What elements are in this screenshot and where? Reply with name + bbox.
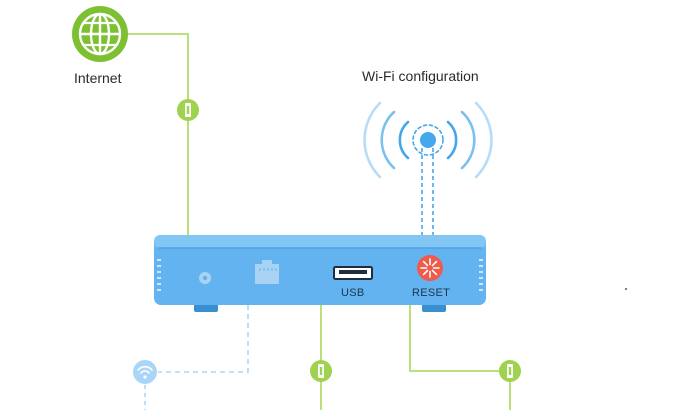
cable-plug-icon (310, 360, 332, 382)
wifi-configuration-label: Wi-Fi configuration (362, 68, 479, 84)
stray-dot (625, 288, 627, 290)
power-jack-icon (199, 272, 211, 284)
router-top-edge (154, 235, 486, 248)
cable-plug-icon (177, 99, 199, 121)
usb-label: USB (341, 287, 365, 299)
router-body (154, 235, 486, 305)
antenna-link (421, 148, 434, 236)
reset-label: RESET (412, 287, 451, 299)
router-vent-left (157, 259, 161, 291)
reset-cable (409, 305, 511, 410)
usb-port-icon (333, 266, 373, 280)
router (154, 235, 486, 312)
ethernet-port-icon (255, 260, 279, 284)
reset-icon[interactable] (417, 255, 443, 281)
internet-label: Internet (74, 70, 122, 86)
lan-dashed-link (144, 305, 249, 410)
internet-cable (122, 33, 189, 236)
router-vent-right (479, 259, 483, 291)
wifi-signal-icon (363, 101, 493, 179)
wifi-icon (133, 360, 157, 384)
cable-plug-icon (499, 360, 521, 382)
globe-icon (72, 6, 128, 62)
